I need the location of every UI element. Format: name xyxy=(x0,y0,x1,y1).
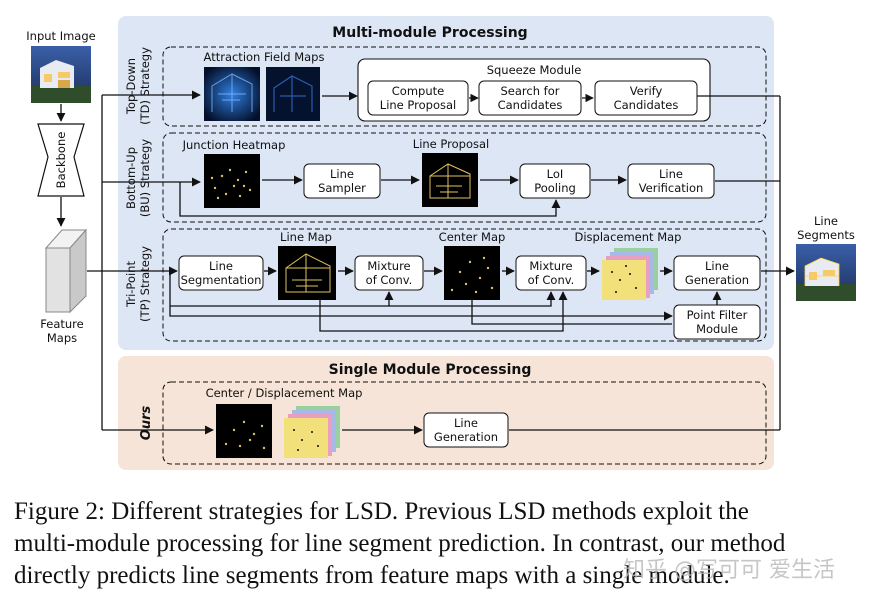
tp-line-generation-line2: Generation xyxy=(685,273,749,287)
tp-skip-feature-to-pointfilter xyxy=(169,271,673,321)
tp-skip-linemap-to-mix2 xyxy=(319,291,568,332)
displacement-map-label: Displacement Map xyxy=(575,230,682,244)
junction-heatmap-label: Junction Heatmap xyxy=(182,138,286,152)
mixture-conv-1-line1: Mixture xyxy=(367,259,410,273)
search-candidates-line1: Search for xyxy=(501,84,560,98)
line-sampler-line1: Line xyxy=(330,167,354,181)
ours-center-map-image xyxy=(216,404,272,458)
td-label-line1: Top-Down xyxy=(124,58,138,115)
center-map-label: Center Map xyxy=(439,230,506,244)
line-sampler-box xyxy=(303,163,381,199)
attraction-field-map-2 xyxy=(266,67,320,121)
tp-skip-centermap-to-pointfilter xyxy=(471,300,672,325)
compute-line-proposal-box xyxy=(367,80,469,116)
tp-strategy-box xyxy=(162,228,767,342)
feature-maps-label-line1: Feature xyxy=(40,317,83,331)
td-label-line2: (TD) Strategy xyxy=(138,47,152,125)
td-strategy-box xyxy=(162,46,767,127)
bu-skip-connection xyxy=(179,182,561,217)
tp-label-line1: Tri-Point xyxy=(124,261,138,308)
ours-label: Ours xyxy=(139,406,154,441)
search-candidates-box xyxy=(478,80,582,116)
line-segments-output-image xyxy=(796,244,856,301)
line-segments-label-line1: Line xyxy=(814,214,838,228)
mixture-conv-2-line1: Mixture xyxy=(529,259,572,273)
bu-strategy-box xyxy=(162,132,767,223)
input-image-thumbnail xyxy=(31,46,91,103)
backbone-label: Backbone xyxy=(54,132,68,189)
line-segments-label-line2: Segments xyxy=(797,228,855,242)
loi-pooling-line2: Pooling xyxy=(534,181,576,195)
verify-candidates-box xyxy=(594,80,698,116)
point-filter-line2: Module xyxy=(696,322,738,336)
tp-line-generation-box xyxy=(673,255,761,291)
multi-module-title: Multi-module Processing xyxy=(332,25,527,41)
line-verification-line1: Line xyxy=(659,167,683,181)
line-proposal-image xyxy=(422,153,478,207)
ours-line-generation-line2: Generation xyxy=(434,430,498,444)
feature-maps-label-line2: Maps xyxy=(47,331,77,345)
line-verification-line2: Verification xyxy=(639,181,704,195)
bu-label-line1: Bottom-Up xyxy=(124,147,138,209)
watermark: 知乎 @写可可 爱生活 xyxy=(623,558,835,583)
line-proposal-label: Line Proposal xyxy=(413,137,489,151)
mixture-conv-1-line2: of Conv. xyxy=(366,273,413,287)
ours-displacement-stack xyxy=(284,406,340,458)
line-segmentation-line1: Line xyxy=(209,259,233,273)
line-map-image xyxy=(278,246,336,300)
loi-pooling-line1: LoI xyxy=(547,167,564,181)
input-image-label: Input Image xyxy=(26,29,95,43)
attraction-field-map-1 xyxy=(204,67,260,121)
mixture-conv-2-line2: of Conv. xyxy=(528,273,575,287)
line-sampler-line2: Sampler xyxy=(318,181,366,195)
bu-label-line2: (BU) Strategy xyxy=(138,139,152,217)
caption-line-2: multi-module processing for line segment… xyxy=(14,530,786,557)
compute-line-proposal-line2: Line Proposal xyxy=(380,98,456,112)
compute-line-proposal-line1: Compute xyxy=(392,84,444,98)
single-module-title: Single Module Processing xyxy=(329,362,532,378)
point-filter-line1: Point Filter xyxy=(687,308,748,322)
line-map-label: Line Map xyxy=(280,230,332,244)
mixture-conv-1-box xyxy=(354,255,424,291)
search-candidates-line2: Candidates xyxy=(498,98,563,112)
verify-candidates-line1: Verify xyxy=(630,84,663,98)
caption-line-3: directly predicts line segments from fea… xyxy=(14,562,730,589)
feature-maps-block xyxy=(44,228,88,314)
junction-heatmap-image xyxy=(204,154,260,208)
ours-line-generation-line1: Line xyxy=(454,416,478,430)
displacement-map-stack xyxy=(602,248,658,300)
center-displacement-label: Center / Displacement Map xyxy=(206,386,363,400)
loi-pooling-box xyxy=(519,163,591,199)
attraction-field-label: Attraction Field Maps xyxy=(204,50,325,64)
center-map-image xyxy=(444,246,500,300)
tp-label-line2: (TP) Strategy xyxy=(138,246,152,322)
caption-line-1: Figure 2: Different strategies for LSD. … xyxy=(14,498,749,525)
mixture-conv-2-box xyxy=(515,255,587,291)
squeeze-module-title: Squeeze Module xyxy=(487,63,582,77)
ours-line-generation-box xyxy=(423,412,509,448)
tp-skip-feature-to-mix2 xyxy=(389,291,556,307)
line-segmentation-box xyxy=(178,255,264,291)
tp-line-generation-line1: Line xyxy=(705,259,729,273)
figure-caption: Figure 2: Different strategies for LSD. … xyxy=(14,496,870,592)
ours-strategy-box xyxy=(162,381,767,465)
trunk-line xyxy=(87,95,103,430)
line-segmentation-line2: Segmentation xyxy=(181,273,262,287)
line-verification-box xyxy=(627,163,715,199)
backbone-block xyxy=(37,123,85,197)
verify-candidates-line2: Candidates xyxy=(614,98,679,112)
